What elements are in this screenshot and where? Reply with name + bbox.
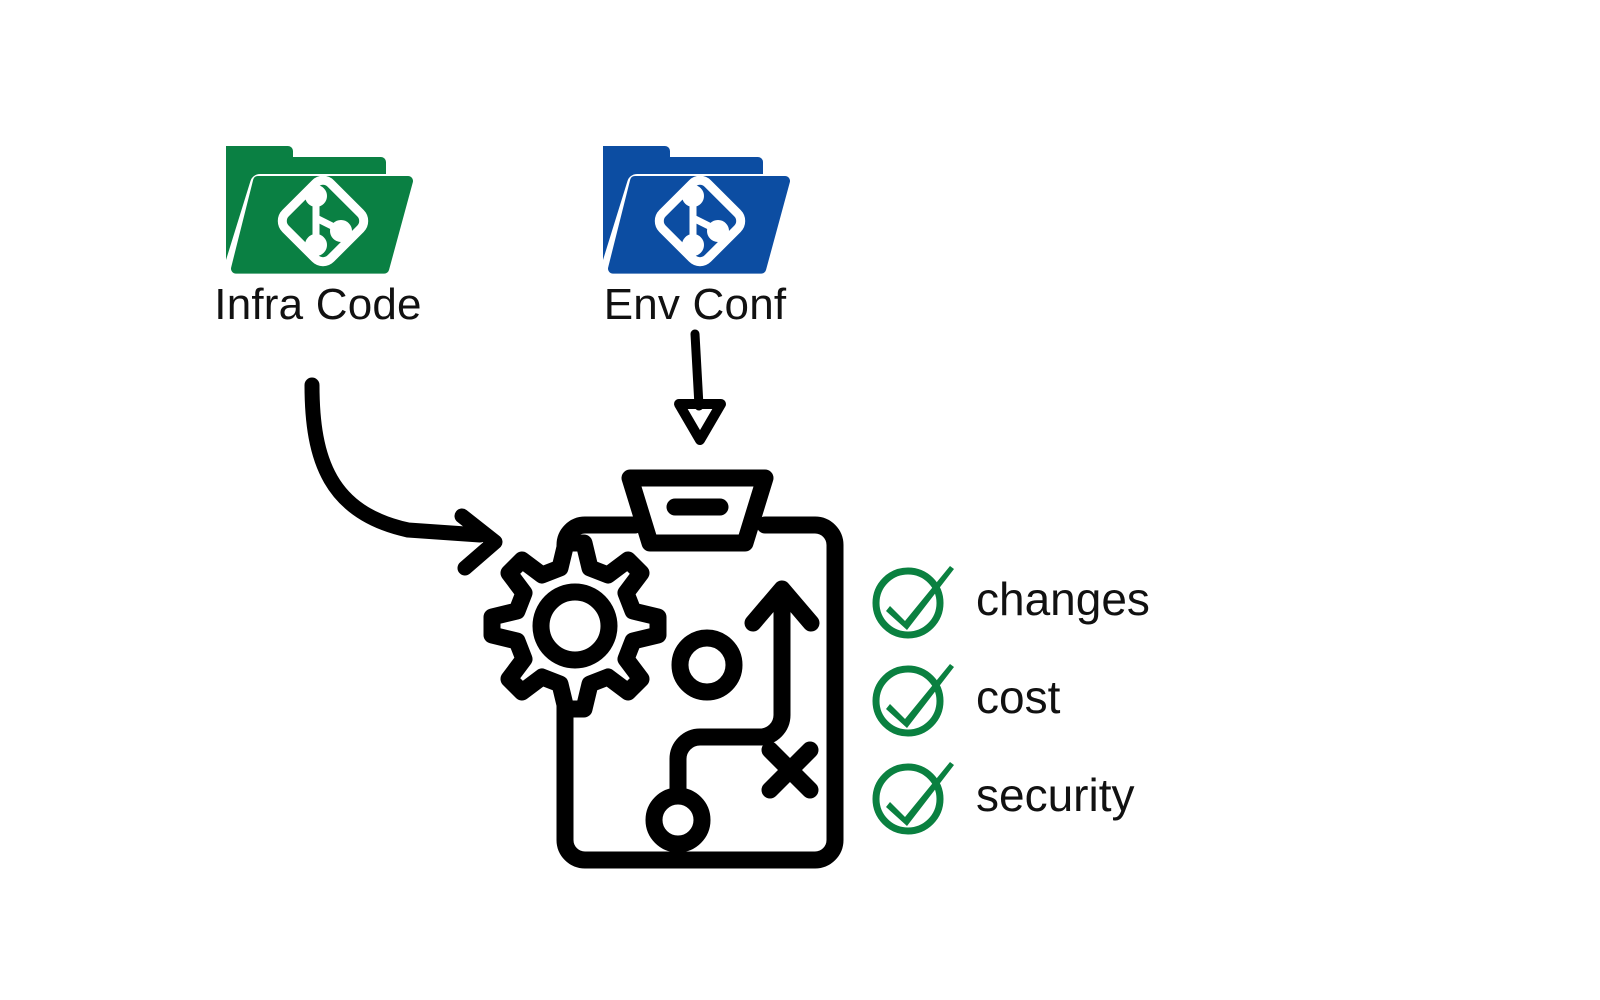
checklist-label-security: security (976, 769, 1135, 821)
strategy-up-arrow (669, 580, 820, 804)
node-infra-code-label: Infra Code (214, 280, 422, 329)
arrowhead-hollow-triangle (674, 399, 726, 445)
node-infra-code[interactable]: Infra Code (198, 132, 438, 328)
node-env-conf-label: Env Conf (603, 280, 787, 329)
check-circle-icon (872, 664, 954, 737)
node-env-conf[interactable]: Env Conf (575, 132, 815, 328)
checklist-label-cost: cost (976, 671, 1061, 723)
checklist-label-changes: changes (976, 573, 1150, 625)
git-folder-icon-green (226, 146, 413, 274)
gear-icon (483, 534, 667, 718)
check-circle-icon (872, 566, 954, 639)
strategy-node-bottom (645, 787, 711, 853)
edge-infra-code-to-plan (304, 377, 503, 576)
clipboard-clip (621, 469, 774, 552)
git-folder-icon-blue (603, 146, 790, 274)
arrowhead-chevron (454, 508, 503, 576)
node-plan-clipboard[interactable] (445, 465, 855, 880)
checklist-item-security[interactable]: security (866, 754, 1134, 836)
checklist-item-changes[interactable]: changes (866, 558, 1150, 640)
checklist-item-cost[interactable]: cost (866, 656, 1060, 738)
edge-env-conf-to-plan (674, 329, 726, 445)
strategy-node-top (671, 629, 743, 701)
x-mark-icon (761, 741, 819, 799)
check-circle-icon (872, 762, 954, 835)
